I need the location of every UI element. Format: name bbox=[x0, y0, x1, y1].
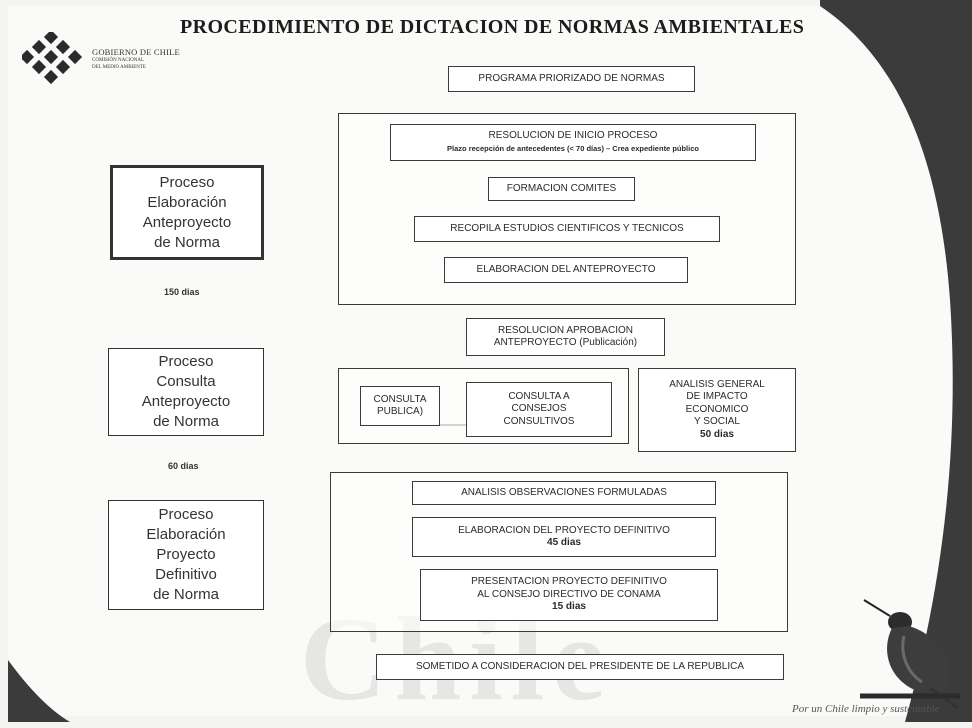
slogan-text: Por un Chile limpio y sustentable bbox=[792, 703, 940, 715]
analisis-line-2: DE IMPACTO bbox=[686, 391, 748, 403]
phase-box-consulta-anteproyecto: Proceso Consulta Anteproyecto de Norma bbox=[108, 348, 264, 436]
resolucion-inicio-box: RESOLUCION DE INICIO PROCESO Plazo recep… bbox=[390, 124, 756, 161]
organization-name: GOBIERNO DE CHILE bbox=[92, 47, 180, 57]
phase-2-days: 60 dias bbox=[168, 461, 199, 471]
formacion-comites-box: FORMACION COMITES bbox=[488, 177, 635, 201]
resolucion-aprobacion-box: RESOLUCION APROBACION ANTEPROYECTO (Publ… bbox=[466, 318, 665, 356]
presentacion-line-1: PRESENTACION PROYECTO DEFINITIVO bbox=[471, 576, 667, 588]
organization-label: GOBIERNO DE CHILE COMISIÓN NACIONAL DEL … bbox=[92, 47, 180, 71]
phase-box-elaboracion-anteproyecto: Proceso Elaboración Anteproyecto de Norm… bbox=[110, 165, 264, 260]
phase-2-line-1: Proceso bbox=[158, 353, 214, 370]
phase-3-line-3: Proyecto bbox=[156, 546, 216, 563]
phase-1-line-2: Elaboración bbox=[147, 193, 227, 211]
programa-priorizado-box: PROGRAMA PRIORIZADO DE NORMAS bbox=[448, 66, 695, 92]
organization-subtitle-1: COMISIÓN NACIONAL bbox=[92, 58, 145, 63]
elaboracion-proyecto-box: ELABORACION DEL PROYECTO DEFINITIVO 45 d… bbox=[412, 517, 716, 557]
phase-1-days: 150 dias bbox=[164, 287, 200, 297]
presentacion-days: 15 dias bbox=[552, 601, 586, 613]
consulta-consejos-line-3: CONSULTIVOS bbox=[503, 415, 575, 427]
phase-3-line-5: de Norma bbox=[153, 586, 219, 603]
resolucion-inicio-title: RESOLUCION DE INICIO PROCESO bbox=[488, 130, 658, 141]
analisis-impacto-box: ANALISIS GENERAL DE IMPACTO ECONOMICO Y … bbox=[638, 368, 796, 452]
analisis-days: 50 dias bbox=[700, 428, 734, 440]
logo-icon bbox=[22, 32, 83, 85]
phase-2-line-3: Anteproyecto bbox=[141, 393, 231, 410]
consulta-consejos-line-2: CONSEJOS bbox=[511, 403, 567, 415]
presentacion-proyecto-box: PRESENTACION PROYECTO DEFINITIVO AL CONS… bbox=[420, 569, 718, 621]
consulta-publica-line-1: CONSULTA bbox=[373, 393, 427, 405]
organization-subtitle-2: DEL MEDIO AMBIENTE bbox=[92, 65, 146, 70]
analisis-line-1: ANALISIS GENERAL bbox=[669, 378, 765, 390]
presentacion-line-2: AL CONSEJO DIRECTIVO DE CONAMA bbox=[477, 588, 661, 600]
sometido-presidente-box: SOMETIDO A CONSIDERACION DEL PRESIDENTE … bbox=[376, 654, 784, 680]
analisis-line-3: ECONOMICO bbox=[685, 403, 749, 415]
recopila-estudios-box: RECOPILA ESTUDIOS CIENTIFICOS Y TECNICOS bbox=[414, 216, 720, 242]
phase-1-line-4: de Norma bbox=[154, 233, 220, 251]
phase-3-line-2: Elaboración bbox=[146, 526, 226, 543]
phase-1-line-1: Proceso bbox=[159, 173, 215, 191]
phase-box-elaboracion-proyecto-definitivo: Proceso Elaboración Proyecto Definitivo … bbox=[108, 500, 264, 610]
phase-3-line-4: Definitivo bbox=[155, 566, 217, 583]
analisis-observaciones-box: ANALISIS OBSERVACIONES FORMULADAS bbox=[412, 481, 716, 505]
elaboracion-anteproyecto-box: ELABORACION DEL ANTEPROYECTO bbox=[444, 257, 688, 283]
consulta-publica-box: CONSULTA PUBLICA) bbox=[360, 386, 440, 426]
analisis-line-4: Y SOCIAL bbox=[694, 416, 740, 428]
phase-1-line-3: Anteproyecto bbox=[142, 213, 232, 231]
elab-proyecto-title: ELABORACION DEL PROYECTO DEFINITIVO bbox=[458, 524, 670, 536]
consulta-consejos-line-1: CONSULTA A bbox=[508, 390, 570, 402]
aprobacion-line-1: RESOLUCION APROBACION bbox=[497, 324, 634, 336]
phase-3-line-1: Proceso bbox=[158, 506, 214, 523]
bird-icon bbox=[860, 599, 960, 710]
consulta-publica-line-2: PUBLICA) bbox=[376, 406, 424, 417]
page-title: PROCEDIMIENTO DE DICTACION DE NORMAS AMB… bbox=[180, 16, 805, 38]
resolucion-inicio-subtitle: Plazo recepción de antecedentes (< 70 dí… bbox=[447, 143, 699, 153]
phase-2-line-2: Consulta bbox=[156, 373, 216, 390]
elab-proyecto-days: 45 dias bbox=[547, 537, 581, 548]
consulta-consejos-box: CONSULTA A CONSEJOS CONSULTIVOS bbox=[466, 382, 612, 437]
aprobacion-line-2: ANTEPROYECTO (Publicación) bbox=[493, 337, 638, 348]
phase-2-line-4: de Norma bbox=[153, 413, 219, 430]
